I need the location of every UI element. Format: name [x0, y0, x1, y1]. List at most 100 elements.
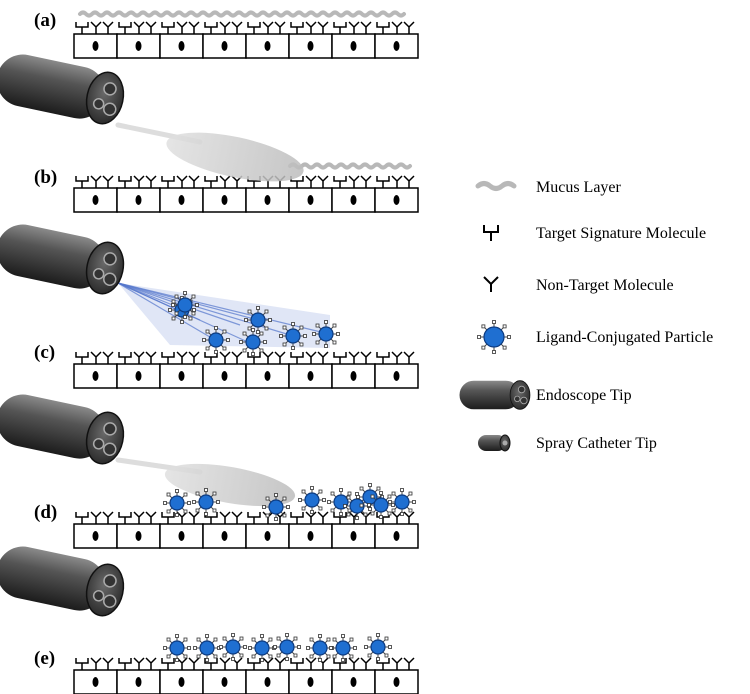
- target-molecule-icon: [161, 22, 175, 34]
- nucleus-icon: [350, 531, 357, 541]
- non-target-molecule-icon: [176, 351, 188, 364]
- endoscope-body: [459, 380, 520, 410]
- ligand-head: [264, 309, 269, 314]
- non-target-molecule-icon: [274, 657, 286, 670]
- ligand-particle-icon: [273, 633, 301, 661]
- ligand-head: [196, 637, 201, 642]
- ligand-head: [268, 637, 273, 642]
- ligand-head: [274, 517, 278, 521]
- nucleus-icon: [92, 371, 99, 381]
- ligand-head: [477, 335, 481, 339]
- ligand-head: [195, 508, 200, 513]
- ligand-head: [341, 634, 345, 638]
- ligand-head: [222, 329, 227, 334]
- nucleus-icon: [307, 371, 314, 381]
- ligand-head: [242, 331, 247, 336]
- ligand-head: [318, 634, 322, 638]
- legend-catheter-icon: [478, 434, 511, 452]
- ligand-head: [332, 323, 337, 328]
- ligand-particle-icon: [388, 488, 416, 516]
- mucus-layer: [78, 10, 412, 170]
- ligand-particle-icon: [163, 489, 191, 517]
- target-molecule-icon: [376, 176, 390, 188]
- particle-core: [279, 639, 295, 655]
- endoscope-tip-c: [0, 224, 125, 295]
- ligand-head: [166, 637, 171, 642]
- target-molecule-icon: [376, 512, 390, 524]
- legend-endoscope-icon: [459, 380, 531, 410]
- ligand-head: [282, 513, 287, 518]
- ligand-particle-icon: [343, 492, 371, 520]
- ligand-head: [315, 323, 320, 328]
- ligand-head: [379, 491, 383, 495]
- ligand-head: [251, 654, 256, 659]
- epithelium-row-c: [73, 351, 419, 389]
- nucleus-icon: [221, 677, 228, 687]
- ligand-head: [376, 486, 381, 491]
- non-target-molecule-icon: [133, 511, 145, 524]
- non-target-molecule-icon: [360, 21, 372, 34]
- ligand-head: [166, 492, 171, 497]
- ligand-head: [279, 334, 283, 338]
- particle-core: [335, 640, 351, 656]
- ligand-head: [391, 508, 396, 513]
- ligand-head: [256, 306, 260, 310]
- non-target-molecule-icon: [360, 351, 372, 364]
- target-molecule-icon: [247, 658, 261, 670]
- target-molecule-icon: [75, 352, 89, 364]
- ligand-head: [231, 657, 235, 661]
- ligand-head: [174, 294, 179, 299]
- epithelium-row-e: [73, 657, 419, 694]
- non-target-molecule-icon: [391, 21, 403, 34]
- ligand-head: [502, 345, 507, 350]
- mucus-layer-b: [288, 162, 412, 170]
- ligand-head: [273, 645, 277, 649]
- nucleus-icon: [393, 531, 400, 541]
- target-molecule-icon: [376, 352, 390, 364]
- ligand-head: [180, 320, 184, 324]
- ligand-head: [247, 326, 252, 331]
- ligand-head: [259, 331, 264, 336]
- legend-mucus-icon: [475, 181, 517, 191]
- target-molecule-icon: [75, 512, 89, 524]
- panel-label-b: (b): [34, 167, 57, 188]
- ligand-head: [256, 330, 260, 334]
- non-target-molecule-icon: [219, 351, 231, 364]
- non-target-molecule-icon: [145, 351, 157, 364]
- ligand-head: [168, 308, 172, 312]
- nucleus-icon: [178, 41, 185, 51]
- ligand-head: [243, 645, 247, 649]
- particle-core: [318, 326, 334, 342]
- non-target-molecule-icon: [188, 657, 200, 670]
- ligand-head: [326, 637, 331, 642]
- non-target-molecule-icon: [90, 351, 102, 364]
- endoscope-layer: [0, 54, 125, 617]
- ligand-head: [251, 352, 255, 356]
- nucleus-icon: [307, 41, 314, 51]
- ligand-head: [248, 646, 252, 650]
- ligand-head: [388, 500, 392, 504]
- nucleus-icon: [178, 371, 185, 381]
- ligand-head: [214, 326, 218, 330]
- endoscope-body: [0, 54, 106, 119]
- endoscope-body: [0, 224, 106, 289]
- ligand-head: [195, 491, 200, 496]
- particle-core: [250, 312, 266, 328]
- ligand-head: [286, 505, 290, 509]
- non-target-molecule-icon: [305, 175, 317, 188]
- channel-icon: [514, 395, 521, 403]
- non-target-molecule-icon: [145, 657, 157, 670]
- non-target-molecule-icon: [348, 657, 360, 670]
- ligand-head: [205, 634, 209, 638]
- particle-core: [373, 497, 389, 513]
- ligand-head: [400, 488, 404, 492]
- ligand-head: [332, 637, 337, 642]
- ligand-head: [347, 491, 352, 496]
- ligand-head: [188, 316, 193, 321]
- channel-icon: [92, 438, 105, 450]
- non-target-molecule-icon: [102, 657, 114, 670]
- ligand-head: [222, 636, 227, 641]
- nucleus-icon: [92, 195, 99, 205]
- non-target-molecule-icon: [231, 21, 243, 34]
- ligand-head: [196, 654, 201, 659]
